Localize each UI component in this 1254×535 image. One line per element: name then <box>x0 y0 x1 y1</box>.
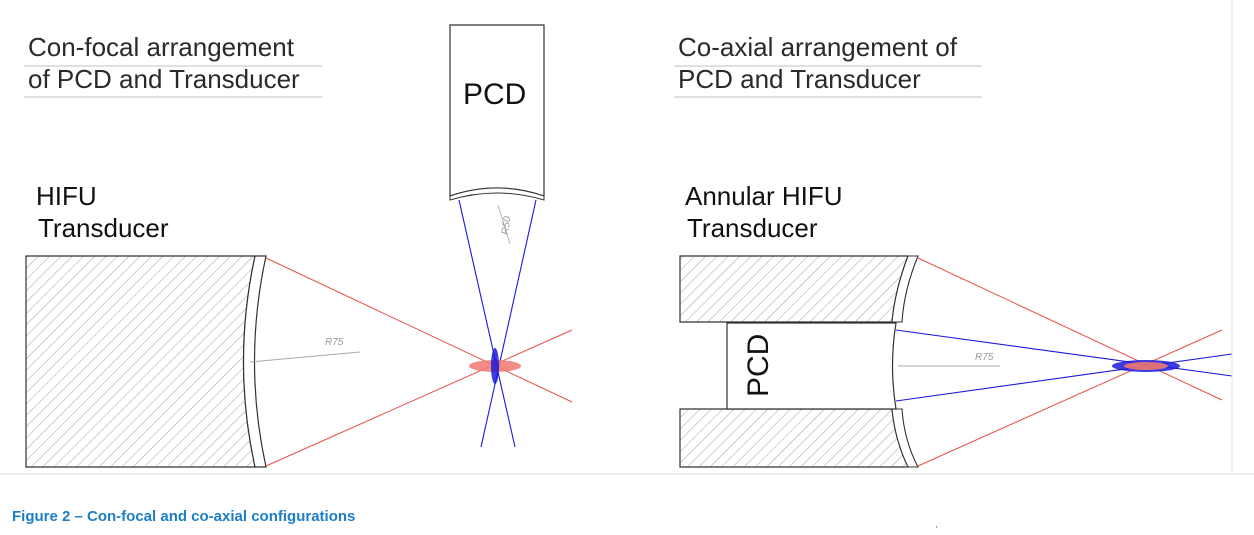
coaxial-radius-label: R75 <box>975 352 994 363</box>
pcd-beam-right <box>480 199 537 448</box>
page-mark: ' <box>936 525 938 534</box>
annular-beam-lower <box>917 329 1223 467</box>
hifu-transducer-face <box>242 255 267 468</box>
coaxial-pcd-label: PCD <box>742 334 775 397</box>
figure-caption: Figure 2 – Con-focal and co-axial config… <box>12 508 356 525</box>
coaxial-title-line2: PCD and Transducer <box>678 64 921 94</box>
transducer-radius-label: R75 <box>325 337 344 348</box>
coaxial-pcd-beam-upper <box>895 329 1233 377</box>
hifu-beam-lower <box>265 329 573 467</box>
confocal-panel: Con-focal arrangement of PCD and Transdu… <box>24 24 573 468</box>
hifu-transducer-body <box>25 255 256 468</box>
hifu-beam-upper <box>265 257 573 403</box>
pcd-sensor-label: PCD <box>463 78 526 111</box>
confocal-pcd-focal-zone <box>491 348 499 384</box>
transducer-radius-line <box>249 351 361 363</box>
pcd-radius-label: R50 <box>500 215 514 235</box>
hifu-transducer-label-line1: HIFU <box>36 181 97 211</box>
annular-transducer-bottom-face <box>891 408 919 468</box>
coaxial-pcd-beam-lower <box>895 353 1233 402</box>
annular-transducer-label-line1: Annular HIFU <box>685 181 843 211</box>
pcd-beam-left <box>458 199 516 448</box>
annular-transducer-top <box>679 255 909 323</box>
annular-transducer-top-face <box>891 255 919 323</box>
pcd-radius-line <box>497 204 511 245</box>
coaxial-focal-spot <box>1124 362 1168 370</box>
confocal-title-line2: of PCD and Transducer <box>28 64 300 94</box>
confocal-title-line1: Con-focal arrangement <box>28 32 295 62</box>
coaxial-pcd-body <box>726 322 897 410</box>
hifu-transducer-label-line2: Transducer <box>38 213 169 243</box>
pcd-sensor-face <box>449 187 545 201</box>
annular-transducer-bottom <box>679 408 909 468</box>
coaxial-title-line1: Co-axial arrangement of <box>678 32 958 62</box>
annular-beam-upper <box>917 257 1223 401</box>
annular-transducer-label-line2: Transducer <box>687 213 818 243</box>
coaxial-panel: Co-axial arrangement of PCD and Transduc… <box>674 32 1233 468</box>
